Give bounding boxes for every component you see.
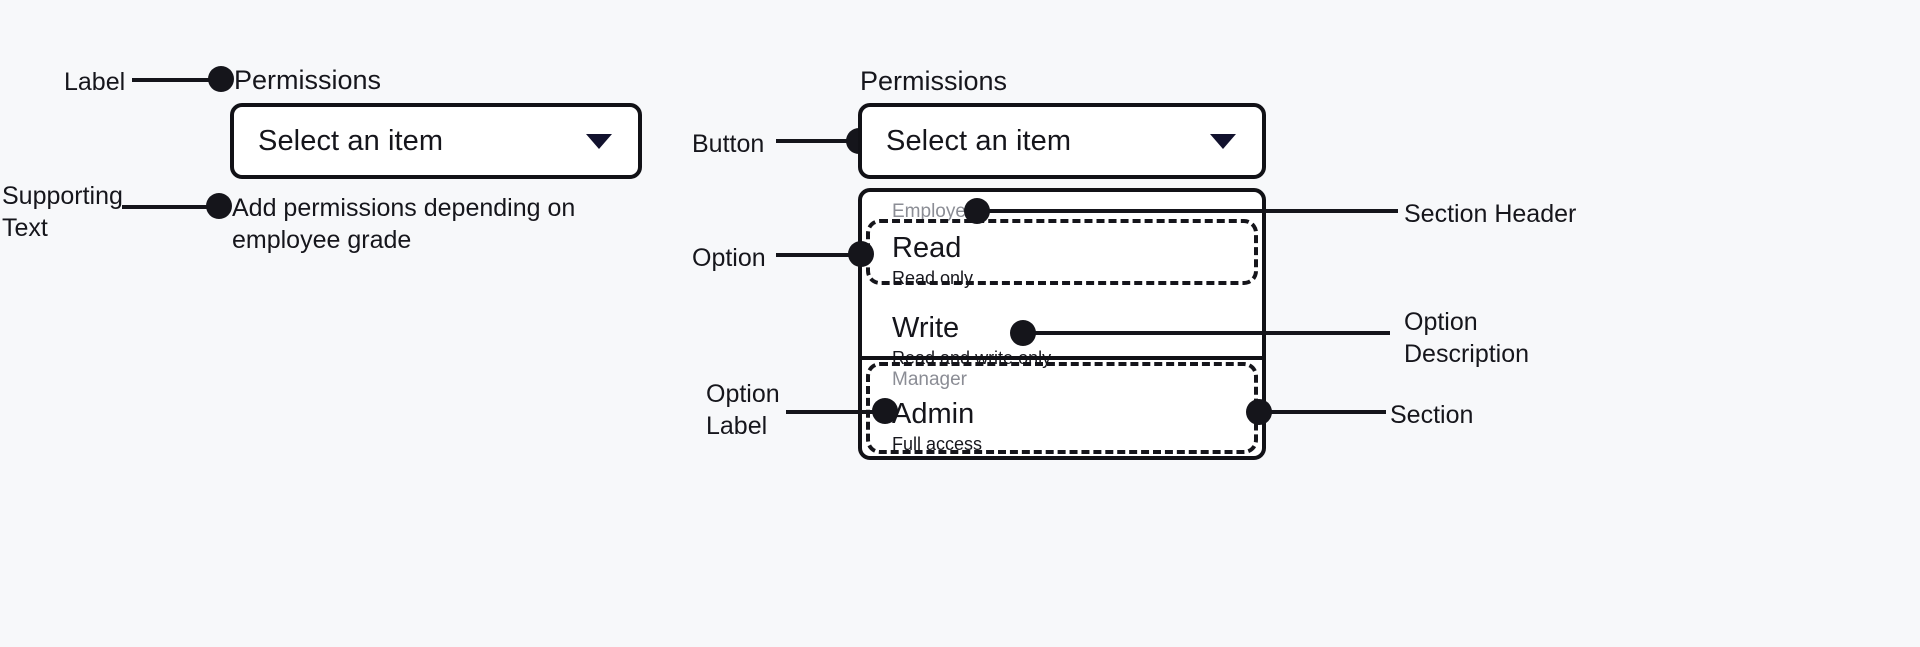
annotation-label: Label (64, 68, 126, 96)
listbox-option-read[interactable]: Read Read only (862, 224, 1262, 300)
permissions-select-value: Select an item (258, 124, 444, 157)
option-description-admin: Full access (892, 434, 983, 454)
option-label-admin: Admin (892, 398, 975, 430)
permissions-field-label-right: Permissions (860, 66, 1008, 96)
section-header-manager: Manager (892, 369, 967, 390)
annotation-section: Section (1390, 401, 1474, 429)
leader-line-option-description (1032, 331, 1390, 335)
leader-line-button (776, 139, 860, 143)
leader-dot-supporting-text (206, 193, 232, 219)
leader-line-supporting-text (122, 205, 222, 209)
permissions-button-value: Select an item (886, 124, 1072, 157)
listbox-option-admin[interactable]: Admin Full access (862, 392, 1262, 456)
annotation-section-header: Section Header (1404, 200, 1577, 228)
annotation-option-label: Option Label (706, 380, 780, 440)
listbox-section-manager: Manager Admin Full access (862, 356, 1262, 456)
chevron-down-icon (1210, 133, 1236, 149)
leader-line-section (1268, 410, 1386, 414)
permissions-field-label: Permissions (234, 65, 382, 95)
permissions-supporting-text: Add permissions depending on employee gr… (232, 194, 576, 254)
option-description-read: Read only (892, 268, 974, 288)
permissions-button[interactable]: Select an item (858, 103, 1266, 179)
leader-dot-option (848, 241, 874, 267)
leader-dot-option-description (1010, 320, 1036, 346)
annotation-button: Button (692, 130, 765, 158)
section-header-employees: Employees (892, 201, 986, 222)
leader-line-option-label (786, 410, 882, 414)
leader-dot-section (1246, 399, 1272, 425)
annotation-option-description: Option Description (1404, 308, 1530, 368)
option-label-write: Write (892, 312, 960, 344)
leader-dot-label (208, 66, 234, 92)
annotation-option: Option (692, 244, 766, 272)
leader-line-section-header (986, 209, 1398, 213)
chevron-down-icon (586, 133, 612, 149)
annotation-supporting-text: Supporting Text (2, 182, 123, 242)
leader-dot-section-header (964, 198, 990, 224)
option-label-read: Read (892, 232, 962, 264)
leader-line-option (776, 253, 860, 257)
leader-dot-option-label (872, 398, 898, 424)
permissions-select[interactable]: Select an item (230, 103, 642, 179)
leader-line-label (132, 78, 224, 82)
permissions-listbox[interactable]: Employees Read Read only Write Read and … (858, 188, 1266, 460)
